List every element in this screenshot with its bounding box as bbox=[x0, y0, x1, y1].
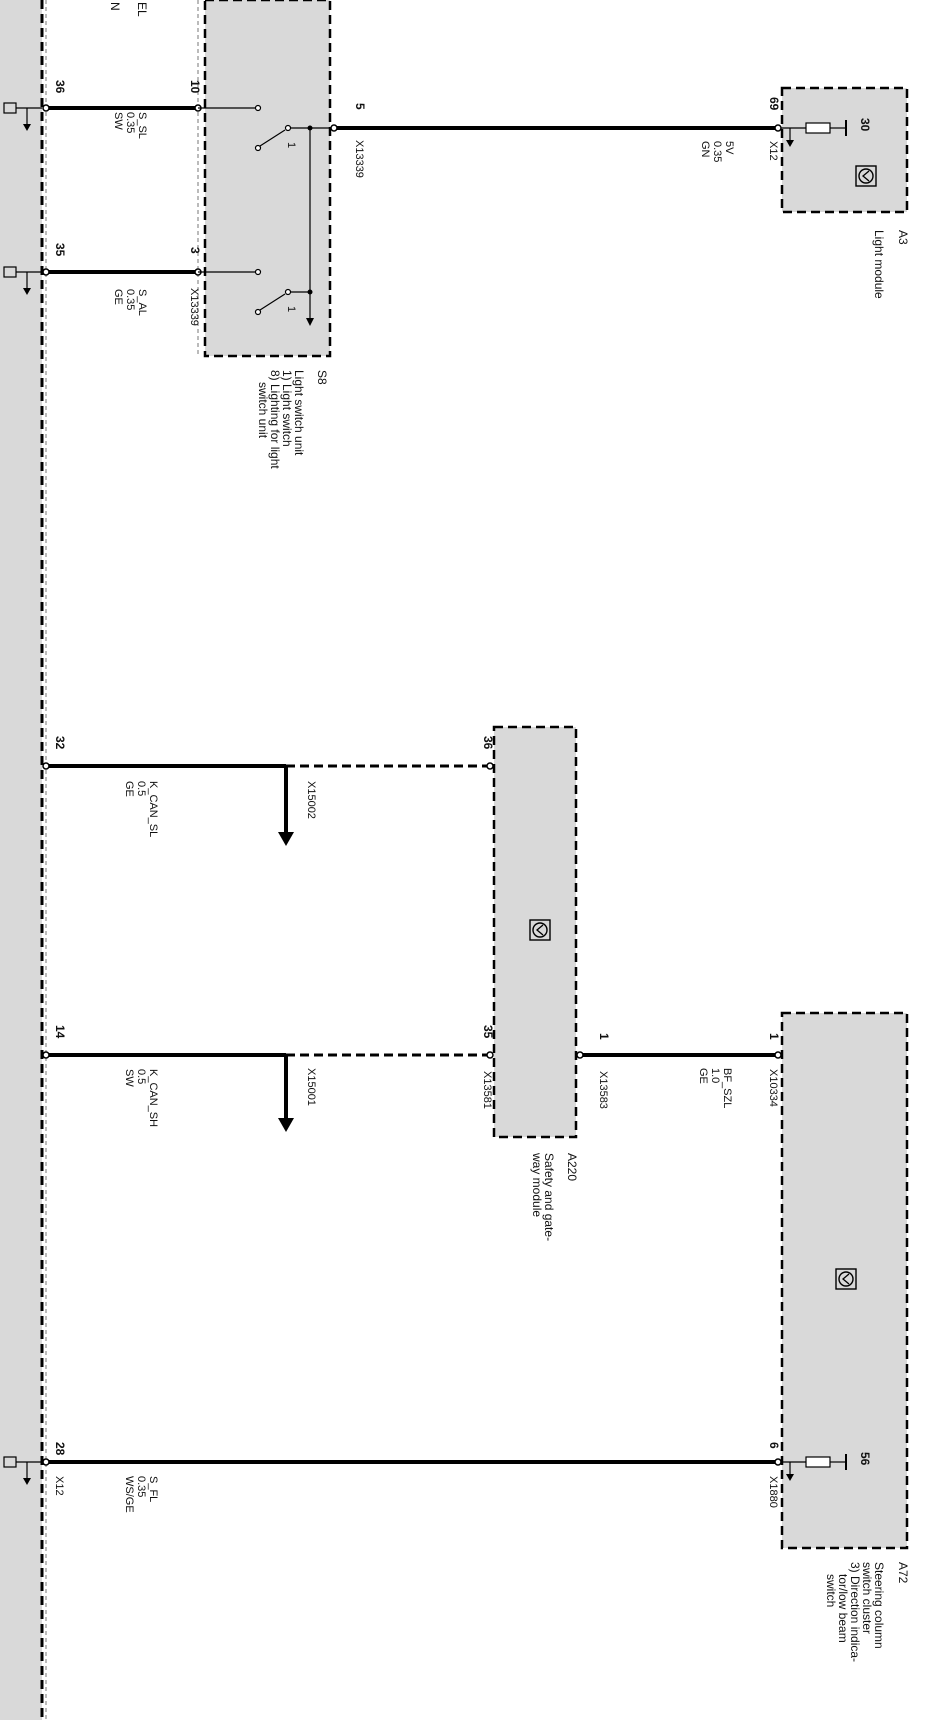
left-ground-symbol-36 bbox=[3, 102, 42, 131]
a72-pin-1-terminal bbox=[774, 1051, 782, 1059]
a72-pin-1: 1 bbox=[767, 1033, 781, 1040]
wire-s-al-name: S_AL bbox=[136, 289, 148, 316]
s8-pin-10: 10 bbox=[188, 80, 202, 94]
left-pin-35-terminal bbox=[42, 268, 50, 276]
wire-k-can-sh-size: 0.5 bbox=[135, 1069, 147, 1084]
a220-connector-x13581: X13581 bbox=[481, 1071, 493, 1109]
a220-title-1: Safety and gate- bbox=[542, 1153, 556, 1241]
s8-sub1: 1) Light switch bbox=[280, 370, 294, 447]
left-module-partial-label-2: N bbox=[108, 2, 122, 11]
a72-id: A72 bbox=[896, 1562, 910, 1584]
splice-x15002: X15002 bbox=[305, 781, 317, 819]
a72-title-5: switch bbox=[824, 1574, 838, 1607]
a220-pin-35: 35 bbox=[481, 1025, 495, 1039]
a72-pin-6: 6 bbox=[767, 1442, 781, 1449]
a72-title-1: Steering column bbox=[872, 1562, 886, 1649]
left-pin-32-terminal bbox=[42, 762, 50, 770]
a3-title: Light module bbox=[872, 230, 886, 299]
wire-5v-size: 0.35 bbox=[711, 141, 723, 162]
splice-x15001: X15001 bbox=[305, 1068, 317, 1106]
s8-pin-3: 3 bbox=[188, 247, 202, 254]
a3-light-module-box bbox=[780, 86, 909, 214]
wire-s-al-size: 0.35 bbox=[124, 289, 136, 310]
left-pin-14: 14 bbox=[53, 1025, 67, 1039]
wire-s-al-color: GE bbox=[112, 289, 124, 305]
a220-connector-x13583: X13583 bbox=[597, 1071, 609, 1109]
a220-pin-36: 36 bbox=[481, 736, 495, 750]
wire-5v-name: 5V bbox=[723, 141, 735, 155]
wire-bf-szl-color: GE bbox=[697, 1068, 709, 1084]
left-module-body bbox=[0, 0, 42, 1720]
s8-id: S8 bbox=[315, 370, 329, 385]
splice-x15002-arrow bbox=[278, 766, 294, 846]
left-pin-36: 36 bbox=[53, 80, 67, 94]
a72-title-3: 3) Direction indica- bbox=[848, 1562, 862, 1662]
wire-s-sl-size: 0.35 bbox=[124, 112, 136, 133]
a220-pin-1: 1 bbox=[597, 1033, 611, 1040]
s8-switch-circuit bbox=[198, 104, 330, 326]
a72-connector-x1880: X1880 bbox=[767, 1476, 779, 1508]
wire-k-can-sl-size: 0.5 bbox=[135, 781, 147, 796]
left-ground-symbol-28 bbox=[3, 1456, 42, 1485]
s8-light-switch-unit-box bbox=[203, 0, 332, 358]
wire-bf-szl-size: 1.0 bbox=[709, 1068, 721, 1083]
a220-safety-gateway-module-box bbox=[492, 725, 578, 1139]
left-connector-x12: X12 bbox=[53, 1476, 65, 1496]
left-pin-36-terminal bbox=[42, 104, 50, 112]
a3-terminal-30: 30 bbox=[858, 118, 872, 132]
wire-s-sl-color: SW bbox=[112, 112, 124, 130]
left-ground-symbol-35 bbox=[3, 266, 42, 295]
left-pin-32: 32 bbox=[53, 736, 67, 750]
a72-terminal-resistor bbox=[781, 1454, 847, 1481]
left-pin-14-terminal bbox=[42, 1051, 50, 1059]
left-pin-28: 28 bbox=[53, 1442, 67, 1456]
s8-connector-x13339-a: X13339 bbox=[188, 288, 200, 326]
a72-title-4: tor/low beam bbox=[836, 1574, 850, 1643]
a72-control-unit-icon bbox=[835, 1268, 857, 1290]
a220-control-unit-icon bbox=[529, 919, 551, 941]
a3-pin-69: 69 bbox=[767, 97, 781, 111]
a3-pin-69-terminal bbox=[774, 124, 782, 132]
a3-control-unit-icon bbox=[855, 165, 877, 187]
a220-pin-1-terminal bbox=[576, 1051, 584, 1059]
wire-k-can-sh-name: K_CAN_SH bbox=[147, 1069, 159, 1127]
wire-s-fl-name: S_FL bbox=[147, 1476, 159, 1502]
a220-id: A220 bbox=[565, 1153, 579, 1181]
s8-pin-5: 5 bbox=[353, 103, 367, 110]
wire-s-sl-name: S_SL bbox=[136, 112, 148, 139]
left-pin-28-terminal bbox=[42, 1458, 50, 1466]
wire-bf-szl-name: BF_SZL bbox=[721, 1068, 733, 1108]
a3-terminal-resistor bbox=[781, 120, 847, 147]
s8-pin-5-terminal bbox=[330, 124, 338, 132]
left-pin-35: 35 bbox=[53, 243, 67, 257]
s8-switch-label-2: 1 bbox=[285, 306, 297, 312]
s8-sub3: switch unit bbox=[256, 382, 270, 439]
left-module-partial-label-1: EL bbox=[135, 2, 149, 17]
a72-pin-6-terminal bbox=[774, 1458, 782, 1466]
s8-title: Light switch unit bbox=[292, 370, 306, 456]
splice-x15001-arrow bbox=[278, 1055, 294, 1132]
a220-pin-35-terminal bbox=[486, 1051, 494, 1059]
s8-sub2: 8) Lighting for light bbox=[268, 370, 282, 469]
a72-terminal-56: 56 bbox=[858, 1452, 872, 1466]
a3-id: A3 bbox=[896, 230, 910, 245]
s8-connector-x13339-b: X13339 bbox=[353, 140, 365, 178]
a220-title-2: way module bbox=[530, 1152, 544, 1217]
wire-k-can-sl-color: GE bbox=[123, 781, 135, 797]
a3-connector-x12: X12 bbox=[767, 141, 779, 161]
s8-switch-label-1: 1 bbox=[285, 142, 297, 148]
wire-k-can-sl-name: K_CAN_SL bbox=[147, 781, 159, 837]
a220-pin-36-terminal bbox=[486, 762, 494, 770]
a72-connector-x10334: X10334 bbox=[767, 1069, 779, 1107]
wire-s-fl-color: WS/GE bbox=[123, 1476, 135, 1513]
a72-title-2: switch cluster bbox=[860, 1562, 874, 1634]
wire-s-fl-size: 0.35 bbox=[135, 1476, 147, 1497]
wire-k-can-sh-color: SW bbox=[123, 1069, 135, 1087]
wire-5v-color: GN bbox=[699, 141, 711, 158]
